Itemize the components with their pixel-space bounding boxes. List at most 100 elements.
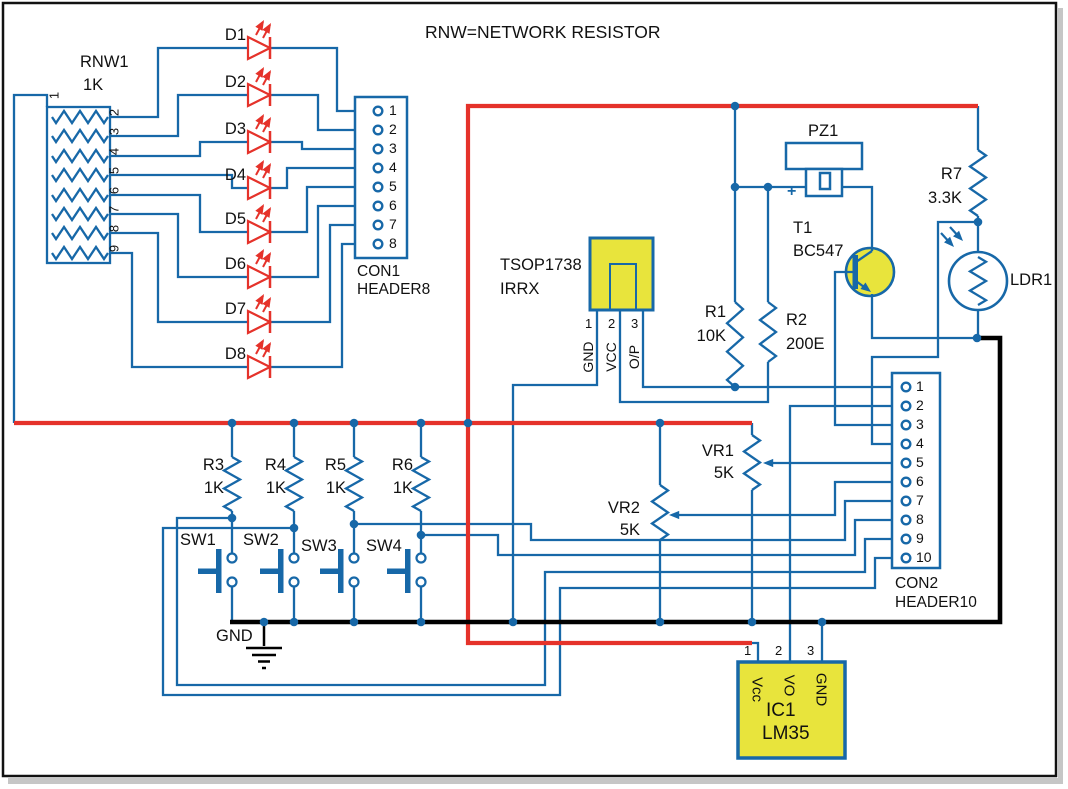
switch-stem	[387, 568, 405, 574]
rnw1-body	[45, 105, 112, 265]
switch-label: SW1	[180, 531, 216, 549]
con2-ref: CON2	[895, 575, 939, 592]
junction-dot	[227, 418, 237, 428]
junction-dot	[349, 617, 359, 627]
junction-dot	[730, 101, 740, 111]
con1-pin	[372, 200, 384, 212]
r3-ref: R3	[202, 456, 224, 474]
junction-dot	[227, 513, 237, 523]
led-arrowhead	[255, 20, 264, 31]
r4-ref: R4	[264, 456, 286, 474]
wire-ic1-vo-to-con2-pin2	[788, 404, 892, 662]
vr2-value: 5K	[619, 521, 640, 539]
switch-stem	[198, 568, 216, 574]
pz1-polarity: +	[787, 183, 797, 200]
r2-ref: R2	[786, 311, 808, 329]
ic1-value: LM35	[762, 723, 810, 744]
rnw1-resistor-element	[51, 224, 109, 242]
rnw1-value: 1K	[83, 76, 104, 94]
tsop-subtitle: IRRX	[500, 280, 540, 298]
resistor-symbol	[343, 455, 365, 513]
led-arrowhead	[262, 163, 271, 174]
rnw1-pin-number: 9	[106, 244, 122, 253]
pz1-body	[784, 141, 864, 171]
con1-pin-number: 4	[389, 159, 397, 175]
vr2-ref: VR2	[607, 499, 640, 517]
r2-symbol	[758, 301, 778, 363]
switch-plunger	[405, 549, 411, 593]
switch-contact	[415, 576, 427, 588]
led-label: D6	[224, 255, 246, 273]
led-arrowhead	[262, 23, 271, 34]
junction-dot	[508, 617, 518, 627]
ldr-arrowhead	[953, 230, 963, 241]
wire-ic1-vcc	[752, 641, 760, 662]
wire-sw1-to-con2-pin9	[175, 516, 892, 687]
led-label: D4	[224, 166, 246, 184]
junction-dot	[763, 182, 773, 192]
wire-r7-ldr-to-con2-pin4	[870, 220, 978, 446]
tsop-pin-number: 3	[631, 316, 639, 331]
wire-led-anode	[110, 173, 248, 190]
switch-label: SW2	[243, 531, 279, 549]
con2-pin	[900, 514, 912, 526]
rnw1-pin-number: 7	[106, 205, 122, 214]
r1-value: 10K	[696, 327, 726, 345]
switch-contact	[415, 552, 427, 564]
rnw1-resistor-element	[51, 205, 109, 223]
con2-pin-number: 3	[916, 416, 924, 432]
con2-type: HEADER10	[895, 594, 977, 611]
rnw1-pin-number: 5	[106, 166, 122, 175]
vr1-symbol	[741, 434, 763, 491]
wire-led-anode	[110, 140, 248, 158]
wire-led-cathode	[270, 140, 355, 151]
rnw1-resistor-element	[51, 186, 109, 204]
junction-dot	[730, 182, 740, 192]
ic1-pin-number: 1	[744, 643, 752, 658]
led-arrowhead	[262, 117, 271, 128]
con1-pin-number: 8	[389, 235, 397, 251]
r7-ref: R7	[940, 165, 962, 183]
ldr1-body	[947, 250, 1009, 312]
con2-pin-number: 5	[916, 454, 924, 470]
con1-pin-number: 1	[389, 102, 397, 118]
r1-ref: R1	[704, 303, 726, 321]
wire-led-cathode	[270, 166, 355, 190]
junction-dot	[416, 617, 426, 627]
junction-dot	[972, 333, 982, 343]
wire-led-cathode	[270, 46, 355, 113]
con2-body	[890, 371, 942, 570]
con2-pin	[900, 419, 912, 431]
rnw1-ref: RNW1	[80, 53, 129, 71]
r2-value: 200E	[786, 335, 825, 353]
switch-contact	[226, 576, 238, 588]
con2-pin-number: 6	[916, 473, 924, 489]
con1-pin	[372, 124, 384, 136]
con1-type: HEADER8	[357, 281, 431, 298]
r5-value: 1K	[325, 479, 346, 497]
wire-led-anode	[110, 46, 248, 119]
r4-value: 1K	[265, 479, 286, 497]
led-label: D3	[224, 120, 246, 138]
led-symbol	[246, 264, 273, 290]
led-arrowhead	[262, 342, 271, 353]
page-border	[1, 1, 1058, 778]
junction-dot	[817, 617, 827, 627]
wire-led-cathode	[270, 242, 355, 369]
junction-dot	[349, 418, 359, 428]
led-arrowhead	[255, 294, 264, 305]
led-arrowhead	[255, 67, 264, 78]
ic1-pin-label: Vcc	[748, 676, 766, 702]
ic1-pin-label: GND	[812, 672, 830, 707]
ground-bus	[230, 335, 1003, 625]
con1-pin-number: 6	[389, 197, 397, 213]
wire-emitter-to-gnd	[870, 294, 978, 340]
junction-dot	[730, 382, 740, 392]
wire-led-anode	[110, 93, 248, 138]
junction-dot	[655, 617, 665, 627]
wire-led-cathode	[270, 223, 355, 324]
resistor-symbol	[410, 455, 432, 513]
switch-plunger	[216, 549, 222, 593]
junction-dot	[416, 418, 426, 428]
